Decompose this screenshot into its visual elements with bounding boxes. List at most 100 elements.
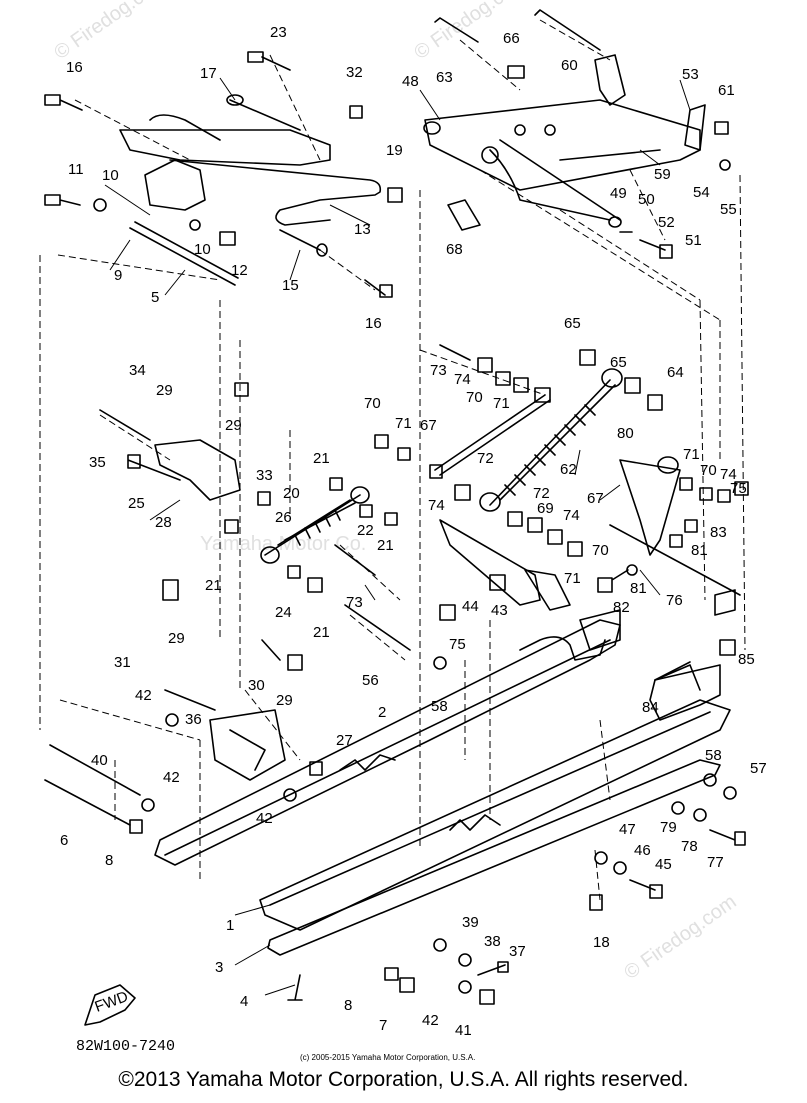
fwd-arrow: FWD	[84, 984, 136, 1026]
callout: 29	[225, 417, 242, 434]
callout: 43	[491, 602, 508, 619]
callout: 73	[346, 594, 363, 611]
callout: 71	[493, 395, 510, 412]
callout: 50	[638, 191, 655, 208]
callout: 69	[537, 500, 554, 517]
callout: 70	[364, 395, 381, 412]
callout: 3	[215, 959, 223, 976]
diagram-code: 82W100-7240	[76, 1038, 175, 1055]
callout: 72	[533, 485, 550, 502]
front-shock-absorber	[99, 382, 411, 671]
callout: 8	[105, 852, 113, 869]
callout: 26	[275, 509, 292, 526]
callout: 36	[185, 711, 202, 728]
callout: 78	[681, 838, 698, 855]
callout: 13	[354, 221, 371, 238]
callout: 63	[436, 69, 453, 86]
callout: 46	[634, 842, 651, 859]
callout: 72	[477, 450, 494, 467]
callout: 53	[682, 66, 699, 83]
fwd-label: FWD	[93, 988, 131, 1016]
callout: 51	[685, 232, 702, 249]
callout: 8	[344, 997, 352, 1014]
callout: 5	[151, 289, 159, 306]
callout: 25	[128, 495, 145, 512]
callout: 27	[336, 732, 353, 749]
callout: 18	[593, 934, 610, 951]
copyright-notice: ©2013 Yamaha Motor Corporation, U.S.A. A…	[118, 1068, 689, 1091]
callout: 68	[446, 241, 463, 258]
callout: 42	[163, 769, 180, 786]
callout: 16	[365, 315, 382, 332]
callout: 29	[168, 630, 185, 647]
solid-leader-lines	[104, 77, 691, 996]
callout: 59	[654, 166, 671, 183]
callout: 75	[730, 480, 747, 497]
callout: 49	[610, 185, 627, 202]
callout: 67	[420, 417, 437, 434]
callout: 67	[587, 490, 604, 507]
callout: 20	[283, 485, 300, 502]
callout: 76	[666, 592, 683, 609]
watermark: © Firedog.com	[620, 891, 740, 984]
callout: 34	[129, 362, 146, 379]
callout: 74	[720, 466, 737, 483]
callout: 28	[155, 514, 172, 531]
callout: 35	[89, 454, 106, 471]
callout: 42	[135, 687, 152, 704]
watermark: © Firedog.com	[50, 0, 170, 64]
callout: 31	[114, 654, 131, 671]
callout: 60	[561, 57, 578, 74]
callout: 41	[455, 1022, 472, 1039]
callout: 38	[484, 933, 501, 950]
callout: 81	[691, 542, 708, 559]
callout: 37	[509, 943, 526, 960]
callout: 70	[700, 462, 717, 479]
callout: 75	[449, 636, 466, 653]
callout: 79	[660, 819, 677, 836]
callout: 29	[156, 382, 173, 399]
callout: 19	[386, 142, 403, 159]
callout: 80	[617, 425, 634, 442]
callout: 42	[422, 1012, 439, 1029]
callout: 81	[630, 580, 647, 597]
callout: 84	[642, 699, 659, 716]
dashed-leader-lines	[39, 19, 746, 901]
callout: 17	[200, 65, 217, 82]
callout: 29	[276, 692, 293, 709]
callout-labels: 1 2 3 4 5 6 7 8 8 9 10 10 11 12 13 15 16…	[60, 24, 767, 1039]
callout: 33	[256, 467, 273, 484]
callout: 71	[683, 446, 700, 463]
callout: 10	[194, 241, 211, 258]
callout: 71	[395, 415, 412, 432]
callout: 45	[655, 856, 672, 873]
small-copyright: (c) 2005-2015 Yamaha Motor Corporation, …	[300, 1053, 475, 1062]
callout: 40	[91, 752, 108, 769]
callout: 6	[60, 832, 68, 849]
callout: 57	[750, 760, 767, 777]
callout: 4	[240, 993, 248, 1010]
slide-rails	[44, 589, 746, 1005]
callout: 9	[114, 267, 122, 284]
callout: 54	[693, 184, 710, 201]
callout: 42	[256, 810, 273, 827]
rear-shock-absorber	[429, 344, 749, 670]
callout: 47	[619, 821, 636, 838]
callout: 65	[610, 354, 627, 371]
callout: 39	[462, 914, 479, 931]
callout: 16	[66, 59, 83, 76]
callout: 74	[428, 497, 445, 514]
callout: 58	[431, 698, 448, 715]
callout: 58	[705, 747, 722, 764]
callout: 12	[231, 262, 248, 279]
rear-arm-assembly	[423, 9, 731, 259]
callout: 22	[357, 522, 374, 539]
callout: 74	[563, 507, 580, 524]
callout: 52	[658, 214, 675, 231]
callout: 64	[667, 364, 684, 381]
callout: 21	[313, 624, 330, 641]
callout: 70	[466, 389, 483, 406]
callout: 44	[462, 598, 479, 615]
callout: 21	[205, 577, 222, 594]
